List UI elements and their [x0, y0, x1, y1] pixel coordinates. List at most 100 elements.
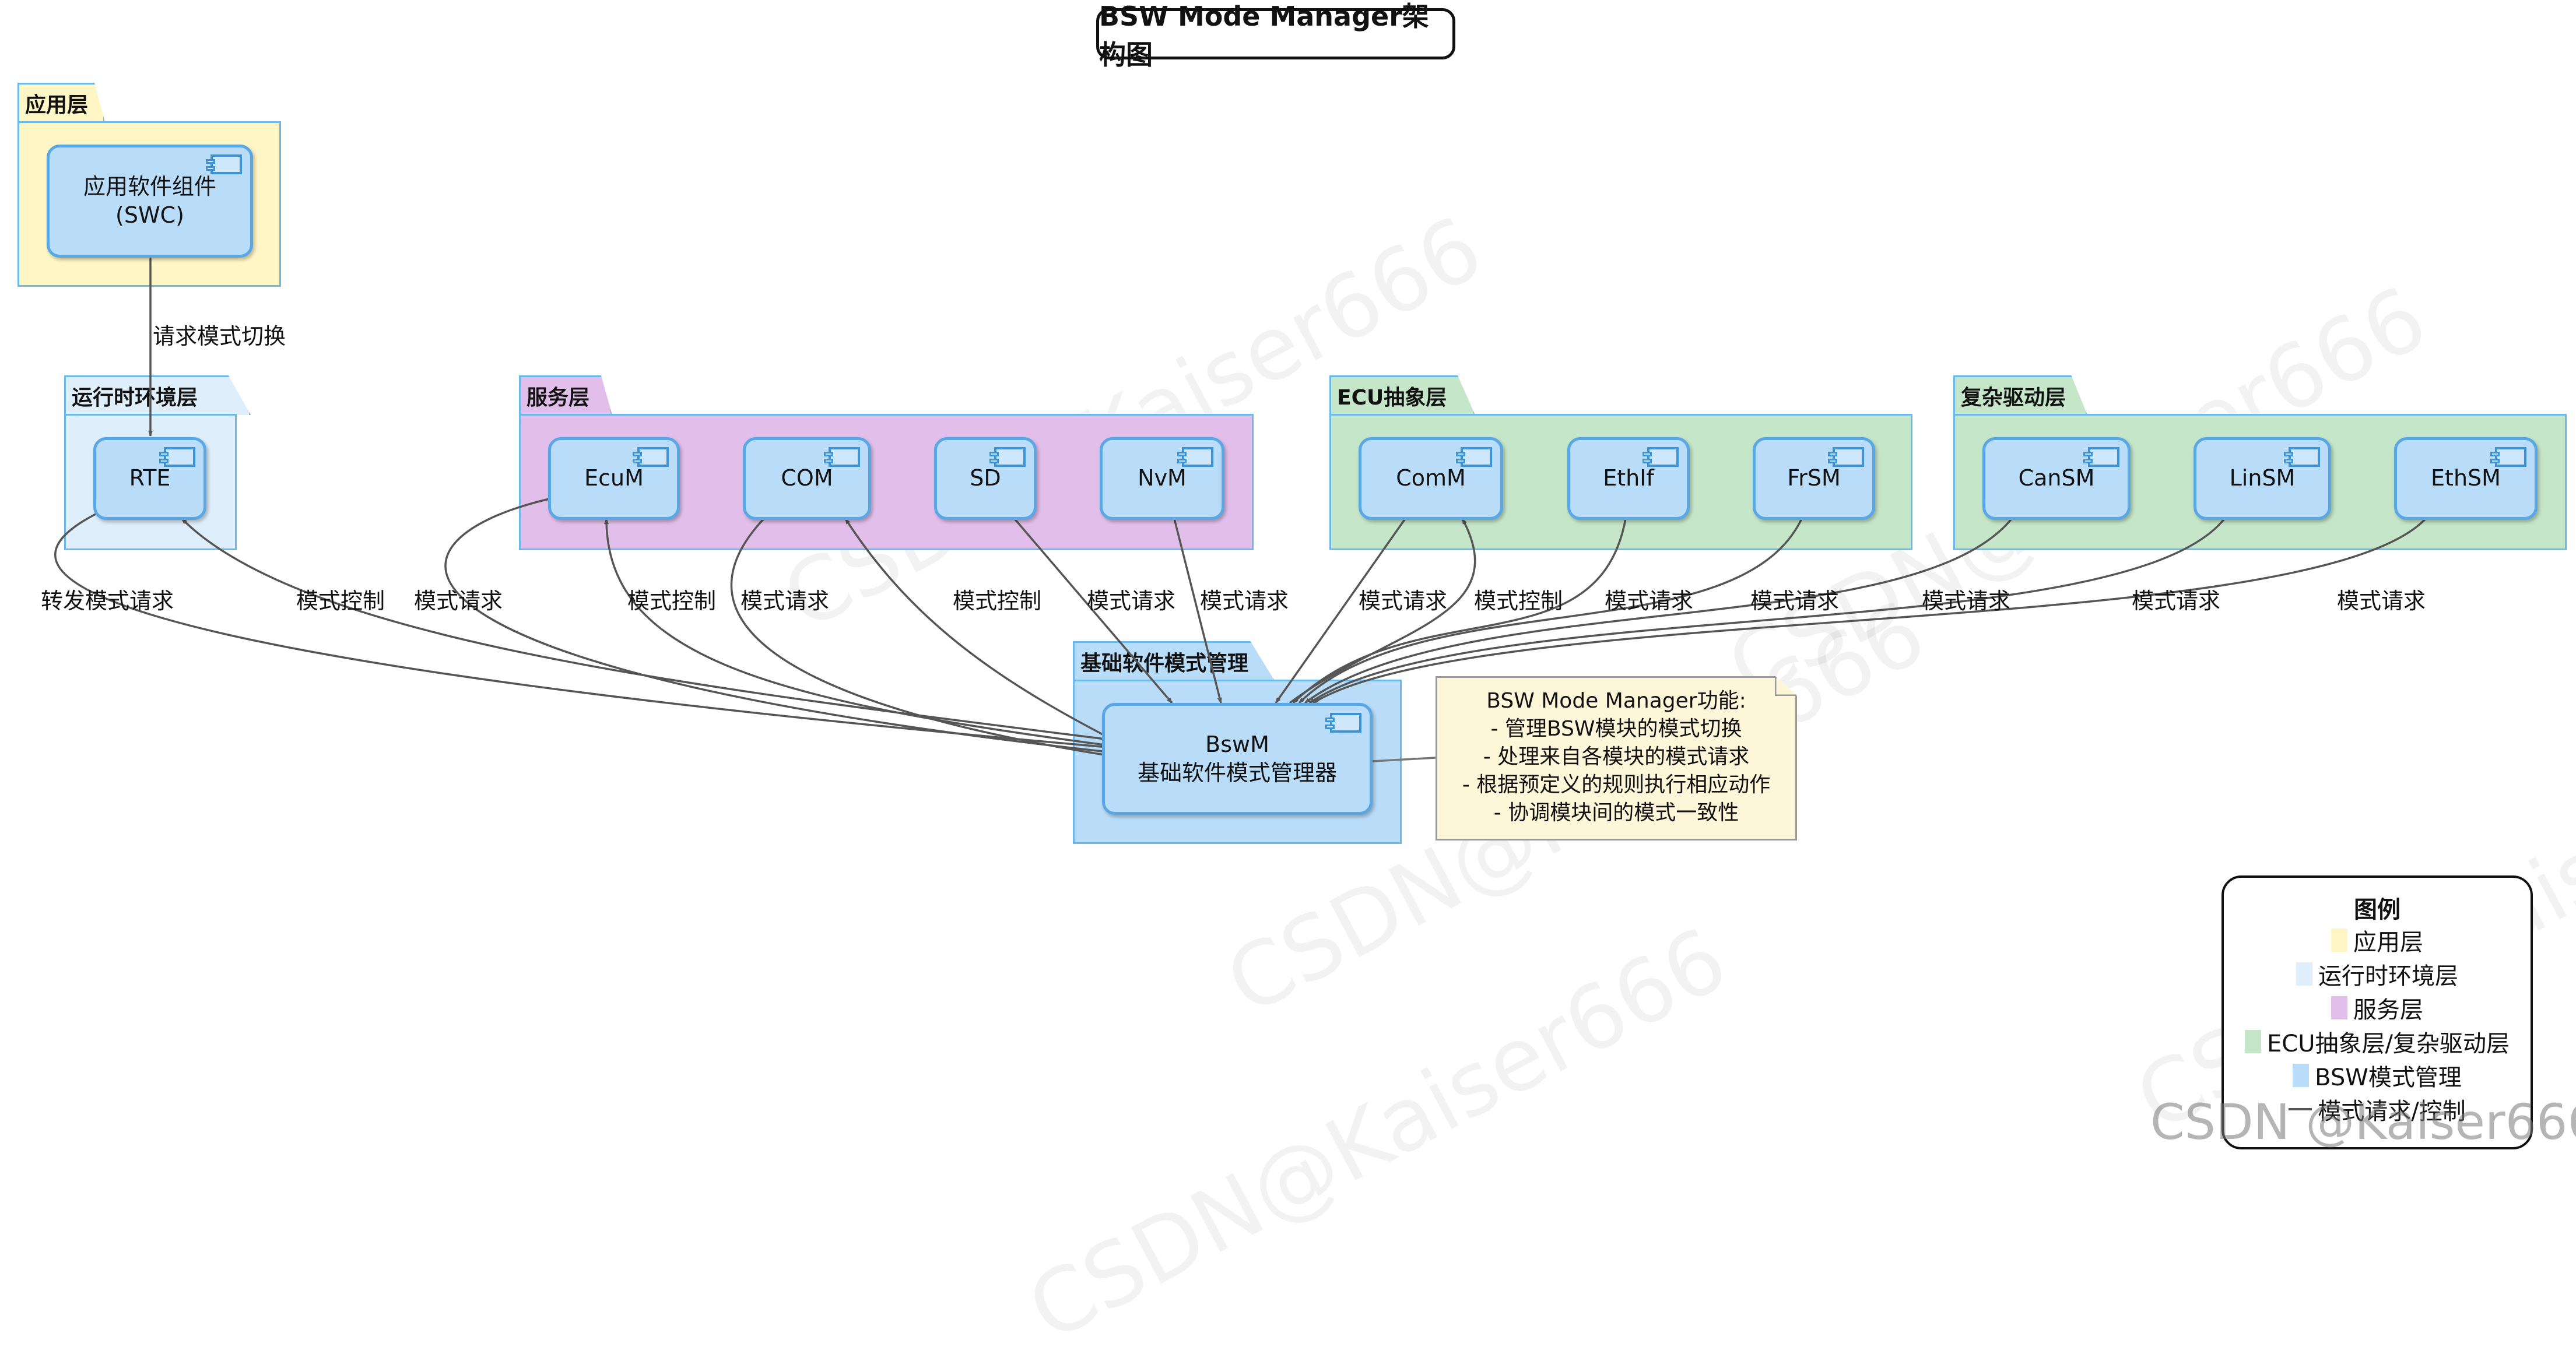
edges-layer — [54, 258, 2427, 762]
legend-swatch-line — [2289, 1108, 2312, 1110]
edge-label: 模式请求 — [1359, 588, 1448, 614]
edge-label: 模式请求 — [1922, 588, 2011, 614]
component-rte[interactable]: RTE — [93, 437, 206, 520]
component-ecum[interactable]: EcuM — [548, 437, 680, 520]
edge-bswm-comm — [1289, 518, 1476, 704]
package-cdd-tab: 复杂驱动层 — [1953, 375, 2087, 415]
note-fold-corner — [1775, 677, 1796, 696]
edge-label: 模式请求 — [1200, 588, 1289, 614]
edge-com-bswm — [730, 518, 1108, 757]
component-label: LinSM — [2229, 465, 2296, 491]
component-icon — [1177, 447, 1213, 467]
legend-swatch — [2245, 1030, 2262, 1053]
edge-comm-bswm — [1275, 518, 1406, 704]
legend-item: 模式请求/控制 — [2224, 1092, 2531, 1126]
legend-title: 图例 — [2354, 896, 2400, 923]
edge-ethif-bswm — [1292, 518, 1627, 704]
legend-item: ECU抽象层/复杂驱动层 — [2224, 1025, 2531, 1058]
component-ethif[interactable]: EthIf — [1567, 437, 1690, 520]
component-label: EthSM — [2431, 465, 2501, 491]
package-rte-tab: 运行时环境层 — [64, 375, 251, 415]
edge-bswm-com — [844, 518, 1105, 737]
component-label: RTE — [129, 465, 171, 491]
edge-label: 模式请求 — [414, 588, 503, 614]
component-frsm[interactable]: FrSM — [1753, 437, 1875, 520]
edge-label: 模式控制 — [296, 588, 385, 614]
component-swc[interactable]: 应用软件组件 (SWC) — [47, 145, 253, 258]
note-line: - 根据预定义的规则执行相应动作 — [1462, 773, 1771, 797]
edge-label: 模式控制 — [1474, 588, 1563, 614]
component-linsm[interactable]: LinSM — [2194, 437, 2331, 520]
legend-item: 运行时环境层 — [2224, 957, 2531, 991]
legend-item: BSW模式管理 — [2224, 1058, 2531, 1092]
edge-frsm-bswm — [1298, 518, 1803, 704]
component-icon — [824, 447, 860, 467]
component-icon — [1456, 447, 1492, 467]
edge-label: 模式请求 — [2132, 588, 2221, 614]
component-cansm[interactable]: CanSM — [1982, 437, 2131, 520]
legend-swatch — [2331, 929, 2347, 952]
component-label: 应用软件组件 (SWC) — [83, 173, 216, 228]
component-label: NvM — [1138, 465, 1187, 491]
edge-label: 模式控制 — [627, 588, 717, 614]
component-label: SD — [970, 465, 1001, 491]
edge-rte-bswm — [54, 512, 1108, 750]
package-bswm-tab: 基础软件模式管理 — [1073, 641, 1275, 681]
component-icon — [206, 154, 242, 174]
component-comm[interactable]: ComM — [1359, 437, 1503, 520]
edge-bswm-rte — [181, 518, 1105, 740]
legend-swatch — [2293, 1064, 2310, 1087]
edge-ethsm-bswm — [1312, 518, 2427, 704]
legend-label: BSW模式管理 — [2315, 1064, 2462, 1091]
edge-label: 模式请求 — [2337, 588, 2426, 614]
legend-label: 运行时环境层 — [2318, 963, 2458, 990]
component-label: BswM 基础软件模式管理器 — [1137, 731, 1337, 786]
legend-label: ECU抽象层/复杂驱动层 — [2267, 1031, 2510, 1057]
component-label: ComM — [1396, 465, 1466, 491]
function-note: BSW Mode Manager功能: - 管理BSW模块的模式切换 - 处理来… — [1436, 676, 1797, 840]
edge-bswm-ecum — [604, 518, 1105, 746]
edge-label: 请求模式切换 — [153, 323, 286, 349]
component-icon — [1828, 447, 1864, 467]
edge-linsm-bswm — [1309, 518, 2226, 704]
component-label: CanSM — [2018, 465, 2095, 491]
component-icon — [633, 447, 669, 467]
note-line: - 处理来自各模块的模式请求 — [1483, 745, 1750, 769]
legend-item: 服务层 — [2224, 991, 2531, 1025]
package-service-tab: 服务层 — [519, 375, 612, 415]
legend: 图例 应用层 运行时环境层 服务层 ECU抽象层/复杂驱动层 BSW模式管理 模… — [2221, 875, 2533, 1149]
component-sd[interactable]: SD — [934, 437, 1037, 520]
note-title: BSW Mode Manager功能: — [1486, 689, 1746, 713]
package-ecu-tab: ECU抽象层 — [1329, 375, 1475, 415]
component-icon — [1643, 447, 1679, 467]
component-icon — [159, 447, 195, 467]
credit-watermark: CSDN @Kaiser666 — [2150, 1093, 2576, 1151]
edge-note-bswm — [1372, 757, 1436, 762]
edge-label: 模式请求 — [1087, 588, 1176, 614]
edge-nvm-bswm — [1173, 518, 1222, 704]
component-ethsm[interactable]: EthSM — [2394, 437, 2538, 520]
edge-ecum-bswm — [444, 497, 1108, 754]
edge-label: 模式请求 — [1750, 588, 1840, 614]
edge-label: 模式请求 — [1605, 588, 1694, 614]
edge-sd-bswm — [1013, 518, 1173, 704]
legend-swatch — [2296, 962, 2312, 986]
component-icon — [2490, 447, 2526, 467]
legend-item: 应用层 — [2224, 923, 2531, 957]
legend-label: 服务层 — [2353, 997, 2423, 1024]
component-label: COM — [781, 465, 833, 491]
component-label: EthIf — [1603, 465, 1654, 491]
component-icon — [2083, 447, 2119, 467]
edge-label: 模式控制 — [953, 588, 1042, 614]
edge-cansm-bswm — [1304, 518, 2013, 704]
component-icon — [989, 447, 1026, 467]
component-nvm[interactable]: NvM — [1100, 437, 1224, 520]
legend-label: 应用层 — [2353, 929, 2423, 956]
legend-swatch — [2331, 996, 2347, 1019]
edge-label: 模式请求 — [740, 588, 830, 614]
component-icon — [1325, 713, 1361, 733]
component-label: EcuM — [584, 465, 644, 491]
note-line: - 协调模块间的模式一致性 — [1493, 801, 1739, 825]
component-com[interactable]: COM — [743, 437, 871, 520]
component-bswm[interactable]: BswM 基础软件模式管理器 — [1102, 703, 1373, 815]
